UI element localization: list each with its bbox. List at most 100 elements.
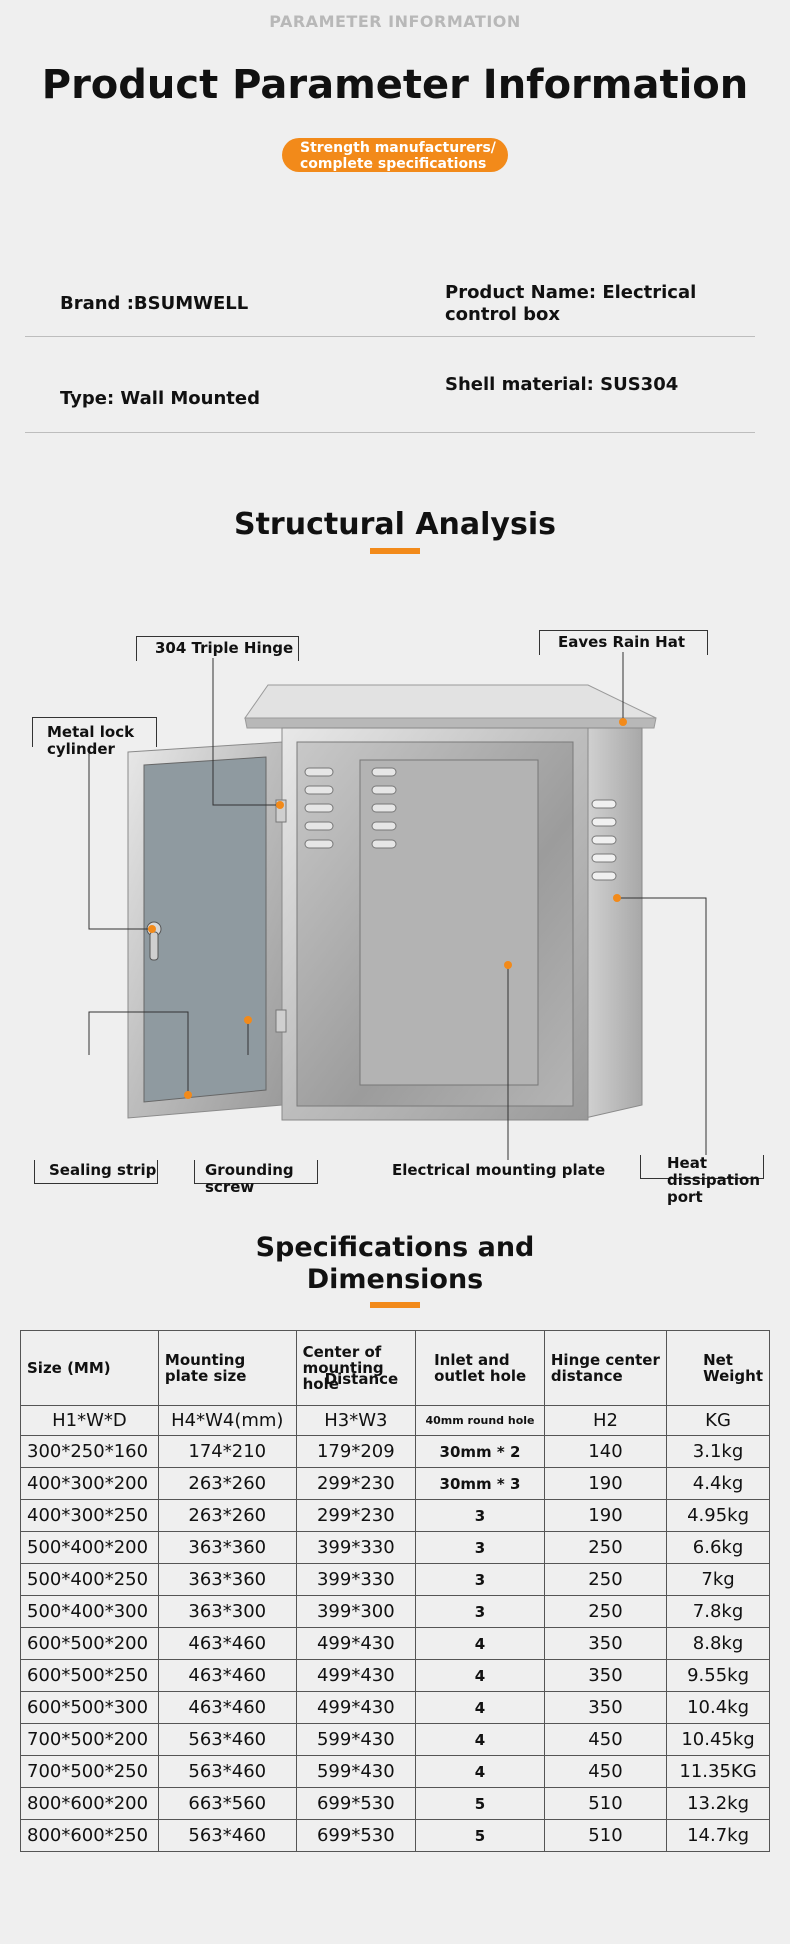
- table-cell: 7.8kg: [666, 1595, 770, 1628]
- callout-label: Heat dissipation port: [667, 1154, 761, 1206]
- table-cell: 399*300: [295, 1595, 417, 1628]
- hinge-bottom: [275, 1009, 287, 1033]
- specifications-table: Size (MM) Mounting plate size Center of …: [20, 1330, 770, 1852]
- table-cell: 363*360: [157, 1563, 297, 1596]
- table-cell: 250: [543, 1595, 668, 1628]
- table-cell: 250: [543, 1563, 668, 1596]
- table-cell: 363*300: [157, 1595, 297, 1628]
- table-cell: 4: [415, 1723, 545, 1756]
- hinge-callout-line: [212, 658, 280, 806]
- table-cell: 7kg: [666, 1563, 770, 1596]
- unit-cell: KG: [666, 1405, 770, 1436]
- table-cell: 600*500*200: [20, 1627, 159, 1660]
- header-center-hole: Center of mounting hole Distance: [295, 1330, 417, 1406]
- hinge-top: [275, 799, 287, 823]
- table-header-row: Size (MM) Mounting plate size Center of …: [20, 1330, 770, 1406]
- table-cell: 350: [543, 1659, 668, 1692]
- table-cell: 699*530: [295, 1819, 417, 1852]
- table-cell: 250: [543, 1531, 668, 1564]
- heat-callout-line: [617, 897, 707, 1155]
- callout-sealing-strip: Sealing strip: [34, 1160, 158, 1184]
- table-cell: 4: [415, 1659, 545, 1692]
- table-cell: 11.35KG: [666, 1755, 770, 1788]
- unit-cell: H2: [543, 1405, 668, 1436]
- table-cell: 4: [415, 1755, 545, 1788]
- sealing-callout-line: [88, 1011, 189, 1095]
- table-cell: 4.4kg: [666, 1467, 770, 1500]
- header-net-weight: Net Weight: [666, 1330, 770, 1406]
- table-cell: 510: [543, 1787, 668, 1820]
- table-cell: 510: [543, 1819, 668, 1852]
- table-cell: 663*560: [157, 1787, 297, 1820]
- table-cell: 300*250*160: [20, 1435, 159, 1468]
- table-cell: 3: [415, 1595, 545, 1628]
- table-cell: 10.4kg: [666, 1691, 770, 1724]
- table-cell: 140: [543, 1435, 668, 1468]
- callout-label: Sealing strip: [49, 1161, 157, 1179]
- header-mounting-plate: Mounting plate size: [157, 1330, 297, 1406]
- unit-cell: H4*W4(mm): [157, 1405, 297, 1436]
- spec-title-line-2: Dimensions: [306, 1264, 484, 1295]
- rain-hat-roof: [244, 684, 657, 729]
- box-side-panel: [584, 727, 643, 1119]
- callout-mounting-plate: Electrical mounting plate: [392, 1162, 622, 1179]
- highlight-badge: Strength manufacturers/ complete specifi…: [282, 138, 508, 172]
- callout-grounding-screw: Grounding screw: [194, 1160, 318, 1196]
- title-underline: [370, 548, 420, 554]
- callout-eaves-rain-hat: Eaves Rain Hat: [539, 630, 708, 655]
- table-cell: 8.8kg: [666, 1627, 770, 1660]
- table-cell: 700*500*250: [20, 1755, 159, 1788]
- table-cell: 30mm * 3: [415, 1467, 545, 1500]
- table-cell: 699*530: [295, 1787, 417, 1820]
- callout-markers: [148, 718, 627, 1099]
- spec-title-line-1: Specifications and: [255, 1232, 535, 1263]
- table-cell: 5: [415, 1787, 545, 1820]
- table-cell: 599*430: [295, 1755, 417, 1788]
- section-eyebrow: PARAMETER INFORMATION: [269, 12, 521, 31]
- table-cell: 299*230: [295, 1467, 417, 1500]
- header-center-hole-label: Center of mounting hole: [302, 1343, 384, 1393]
- param-type: Type: Wall Mounted: [60, 388, 261, 409]
- table-cell: 563*460: [157, 1755, 297, 1788]
- table-cell: 14.7kg: [666, 1819, 770, 1852]
- table-cell: 3.1kg: [666, 1435, 770, 1468]
- table-cell: 4: [415, 1627, 545, 1660]
- table-cell: 299*230: [295, 1499, 417, 1532]
- callout-metal-lock: Metal lock cylinder: [32, 717, 157, 758]
- table-cell: 399*330: [295, 1531, 417, 1564]
- table-cell: 13.2kg: [666, 1787, 770, 1820]
- callout-heat-dissipation: Heat dissipation port: [640, 1155, 764, 1206]
- divider: [25, 432, 755, 433]
- table-cell: 500*400*250: [20, 1563, 159, 1596]
- callout-label: Metal lock cylinder: [47, 723, 135, 758]
- table-cell: 463*460: [157, 1659, 297, 1692]
- table-cell: 350: [543, 1691, 668, 1724]
- table-cell: 4.95kg: [666, 1499, 770, 1532]
- table-cell: 463*460: [157, 1627, 297, 1660]
- table-cell: 399*330: [295, 1563, 417, 1596]
- table-cell: 10.45kg: [666, 1723, 770, 1756]
- table-cell: 179*209: [295, 1435, 417, 1468]
- table-cell: 700*500*200: [20, 1723, 159, 1756]
- param-shell-material: Shell material: SUS304: [445, 374, 679, 395]
- table-cell: 563*460: [157, 1723, 297, 1756]
- header-inlet-outlet: Inlet and outlet hole: [415, 1330, 545, 1406]
- table-cell: 800*600*250: [20, 1819, 159, 1852]
- callout-label: 304 Triple Hinge: [155, 639, 294, 657]
- table-cell: 463*460: [157, 1691, 297, 1724]
- table-cell: 350: [543, 1627, 668, 1660]
- table-cell: 3: [415, 1499, 545, 1532]
- table-cell: 450: [543, 1723, 668, 1756]
- specifications-title: Specifications and Dimensions: [0, 1232, 790, 1296]
- lock-callout-line: [88, 747, 152, 930]
